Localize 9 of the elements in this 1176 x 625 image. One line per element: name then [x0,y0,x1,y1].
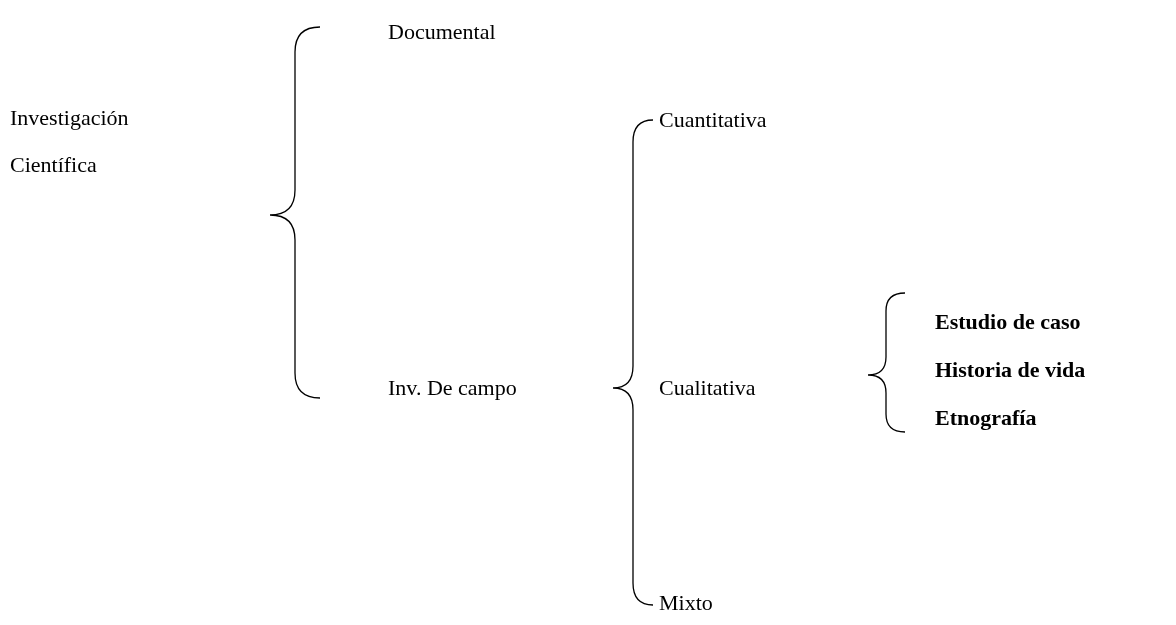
label-text: Inv. De campo [388,374,517,402]
label-text: Estudio de caso [935,308,1081,336]
label-text: Mixto [659,589,713,617]
label-text: Historia de vida [935,356,1086,384]
label-text: Etnografía [935,404,1037,432]
label-text: Cuantitativa [659,106,767,134]
label-text: Documental [388,18,496,46]
label-text: Investigación Científica [10,104,130,179]
label-text: Cualitativa [659,374,756,402]
